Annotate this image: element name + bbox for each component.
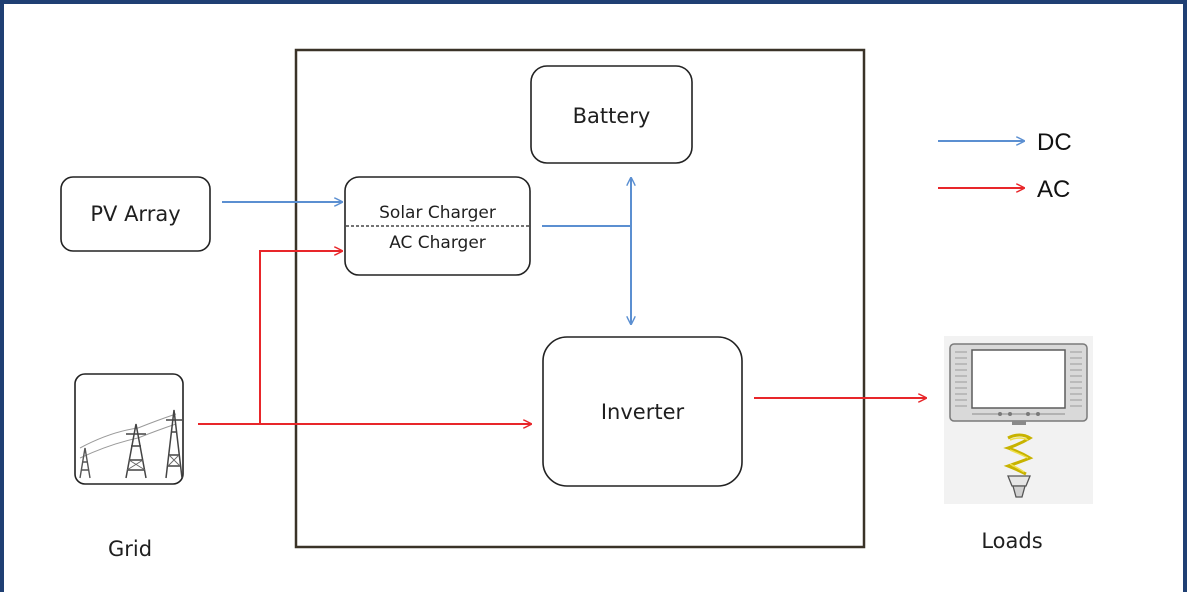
inverter-block: Inverter: [542, 336, 743, 487]
legend-dc-label: DC: [1037, 129, 1072, 156]
pv-array-block: PV Array: [60, 176, 211, 252]
battery-block: Battery: [530, 65, 693, 164]
loads-tv-bulb-icon: [944, 336, 1093, 504]
grid-label: Grid: [108, 537, 152, 561]
grid-to-ac-charger-arrow: [259, 251, 342, 424]
legend-ac-label: AC: [1037, 176, 1070, 203]
charger-block: Solar Charger AC Charger: [344, 176, 531, 276]
pv-array-label: PV Array: [90, 202, 180, 226]
inverter-label: Inverter: [601, 400, 685, 424]
solar-charger-label: Solar Charger: [379, 203, 496, 223]
battery-label: Battery: [573, 104, 651, 128]
ac-charger-label: AC Charger: [389, 233, 486, 253]
loads-label: Loads: [981, 529, 1042, 553]
legend: DC AC: [938, 129, 1072, 203]
grid-tower-icon: [74, 373, 184, 485]
system-enclosure: [294, 48, 866, 549]
